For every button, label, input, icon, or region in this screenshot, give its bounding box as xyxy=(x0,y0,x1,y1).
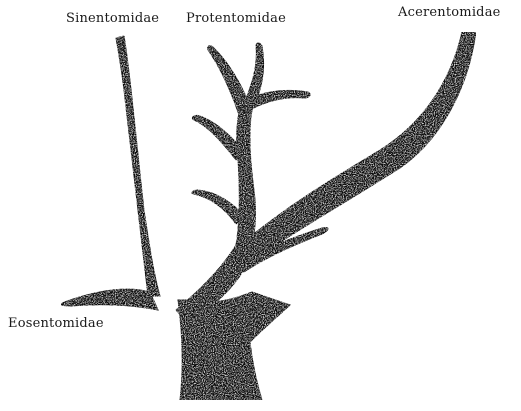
branch-lateral-upper xyxy=(192,115,244,160)
branch-sinentomidae xyxy=(116,36,160,296)
branch-acerentomidae xyxy=(232,32,476,262)
branch-eosentomidae xyxy=(61,289,158,310)
label-protentomidae: Protentomidae xyxy=(186,11,286,26)
protentomidae-crown-left xyxy=(207,46,252,118)
label-acerentomidae: Acerentomidae xyxy=(398,5,501,20)
branch-lateral-lower xyxy=(192,190,246,224)
label-eosentomidae: Eosentomidae xyxy=(8,316,104,331)
label-sinentomidae: Sinentomidae xyxy=(66,11,159,26)
